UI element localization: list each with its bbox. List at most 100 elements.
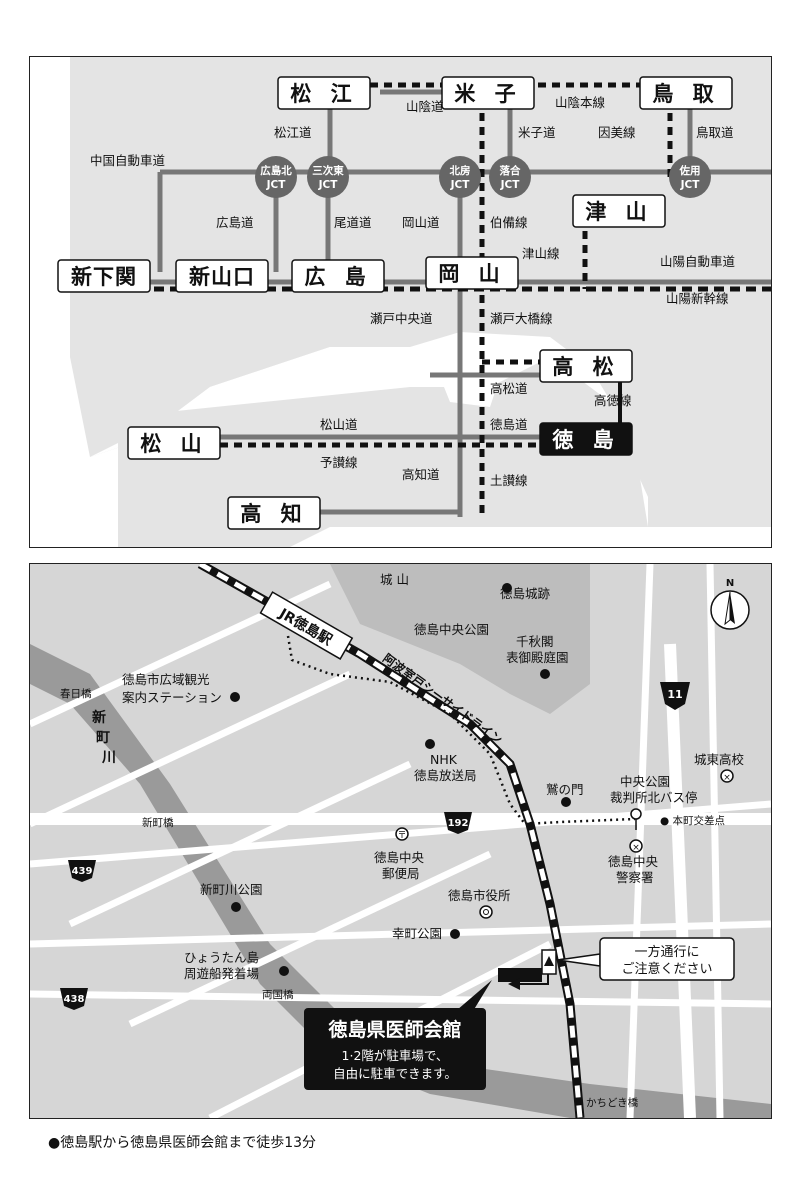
river-char-2: 町 [96,730,110,746]
central-park-label: 徳島中央公園 [414,622,489,637]
senshukaku-label-2: 表御殿庭園 [506,650,569,665]
route-shield-439: 439 [68,860,96,882]
venue-arrow-icon [508,978,520,990]
venue-marker [498,968,542,982]
label-yonago-do: 米子道 [518,125,556,140]
shiroyama-label: 城 山 [380,572,409,587]
station-matsue: 松 江 [290,82,357,106]
jct-sayo-2: JCT [680,179,701,191]
kasuga-bridge-label: 春日橋 [60,687,92,700]
label-sanin-line: 山陰本線 [555,95,606,110]
city-map: JR徳島駅 阿波室戸シーサイドライン N 城 山 徳島城跡 徳島中央公園 千秋閣… [29,563,772,1119]
venue-desc-1: 1·2階が駐車場で、 [342,1048,449,1063]
main-road [30,643,771,1118]
label-onomichi-do: 尾道道 [334,215,372,230]
hyotanjima-label-2: 周遊船発着場 [184,966,259,981]
svg-text:11: 11 [667,688,682,701]
jct-ochiai-2: JCT [500,179,521,191]
label-tokushima-do: 徳島道 [490,417,528,432]
jct-kitafusa-1: 北房 [450,164,471,177]
label-kotoku-line: 高徳線 [594,393,632,408]
label-tottori-do: 鳥取道 [696,125,734,140]
nhk-label-2: 徳島放送局 [414,768,477,783]
svg-text:438: 438 [64,994,85,1005]
sea [70,347,410,457]
police-icon: × [629,839,643,853]
route-shield-11: 11 [660,682,690,710]
post-office-icon: 〒 [395,827,409,841]
label-sanin-do: 山陰道 [406,99,444,114]
jct-miyoshi-2: JCT [318,179,339,191]
shinmachigawa-park-label: 新町川公園 [200,882,263,897]
bus-stop-label-2: 裁判所北バス停 [610,790,698,805]
label-dosan-line: 土讃線 [490,473,528,488]
police-label-2: 警察署 [616,870,654,885]
one-way-line-2: ご注意ください [621,961,712,977]
railway-inner [198,564,583,1118]
regional-map-svg: 広島北 JCT 三次東 JCT 北房 JCT 落合 JCT 佐用 JCT 松 江… [57,57,771,547]
one-way-line-1: 一方通行に [634,944,699,960]
route-shield-438: 438 [60,988,88,1010]
label-okayama-do: 岡山道 [402,215,440,230]
venue-callout [304,1008,486,1090]
city-hall-label: 徳島市役所 [448,888,511,903]
nhk-label-1: NHK [430,752,458,767]
jct-miyoshi-1: 三次東 [312,164,344,177]
regional-map: 広島北 JCT 三次東 JCT 北房 JCT 落合 JCT 佐用 JCT 松 江… [29,56,772,548]
station-shinyamaguchi: 新山口 [189,265,255,289]
label-yosan-line: 予讃線 [320,455,358,470]
label-hakubi-line: 伯備線 [490,215,528,230]
kachidoki-bridge-label: かちどき橋 [586,1096,639,1109]
one-way-callout: 一方通行に ご注意ください [541,937,735,981]
station-tottori: 鳥 取 [652,82,719,106]
label-hiroshima-do: 広島道 [216,215,254,230]
school-icon: × [720,769,734,783]
venue-desc-2: 自由に駐車できます。 [333,1066,457,1081]
walking-time-note: ●徳島駅から徳島県医師会館まで徒歩13分 [48,1135,317,1151]
north-arrow-icon: N [710,578,750,630]
station-shimonoseki: 新下関 [71,265,137,289]
post-office-label-1: 徳島中央 [374,850,425,865]
jct-ochiai-1: 落合 [500,164,521,177]
label-matsue-do: 松江道 [274,125,312,140]
venue-callout-pointer [450,980,492,1016]
island-gap [440,357,500,407]
station-tsuyama: 津 山 [585,200,652,224]
post-office-label-2: 郵便局 [382,866,420,881]
jct-hiroshima-kita-2: JCT [266,179,287,191]
station-okayama: 岡 山 [438,262,505,286]
venue-name: 徳島県医師会館 [327,1018,461,1041]
washi-gate-label: 鷲の門 [546,782,584,797]
city-map-svg: JR徳島駅 阿波室戸シーサイドライン N 城 山 徳島城跡 徳島中央公園 千秋閣… [30,564,771,1118]
jct-hiroshima-kita-1: 広島北 [260,164,292,177]
station-takamatsu: 高 松 [552,355,619,379]
poi-markers [230,583,571,976]
jct-kitafusa-2: JCT [450,179,471,191]
river-char-1: 新 [92,709,106,726]
saiwaicho-park-label: 幸町公園 [392,926,442,941]
river-char-3: 川 [101,750,116,766]
jct-sayo-1: 佐用 [679,164,701,177]
station-matsuyama: 松 山 [140,432,207,456]
castle-ruins-label: 徳島城跡 [500,586,551,601]
hyotanjima-label-1: ひょうたん島 [184,950,259,965]
castle-park-area [330,564,590,714]
svg-text:×: × [632,843,640,853]
north-label: N [726,578,734,589]
svg-text:192: 192 [448,818,469,829]
label-kochi-do: 高知道 [402,467,440,482]
label-takamatsu-do: 高松道 [490,381,528,396]
svg-text:〒: 〒 [397,831,406,841]
poi-labels: 城 山 徳島城跡 徳島中央公園 千秋閣 表御殿庭園 徳島市広域観光 案内ステーシ… [60,572,745,1109]
ryogoku-bridge-label: 両国橋 [262,988,294,1001]
label-matsuyama-do: 松山道 [320,417,358,432]
jotoh-high-label: 城東高校 [694,752,745,767]
label-chugoku-expy: 中国自動車道 [90,153,166,168]
bus-stop-label-1: 中央公園 [620,774,670,789]
station-hiroshima: 広 島 [304,265,371,289]
label-sanyo-expy: 山陽自動車道 [660,254,736,269]
shinmachi-bridge-label: 新町橋 [142,816,174,829]
label-seto-chuo-do: 瀬戸中央道 [370,311,433,326]
svg-text:439: 439 [72,866,93,877]
tourism-station-label-1: 徳島市広域観光 [122,672,210,687]
